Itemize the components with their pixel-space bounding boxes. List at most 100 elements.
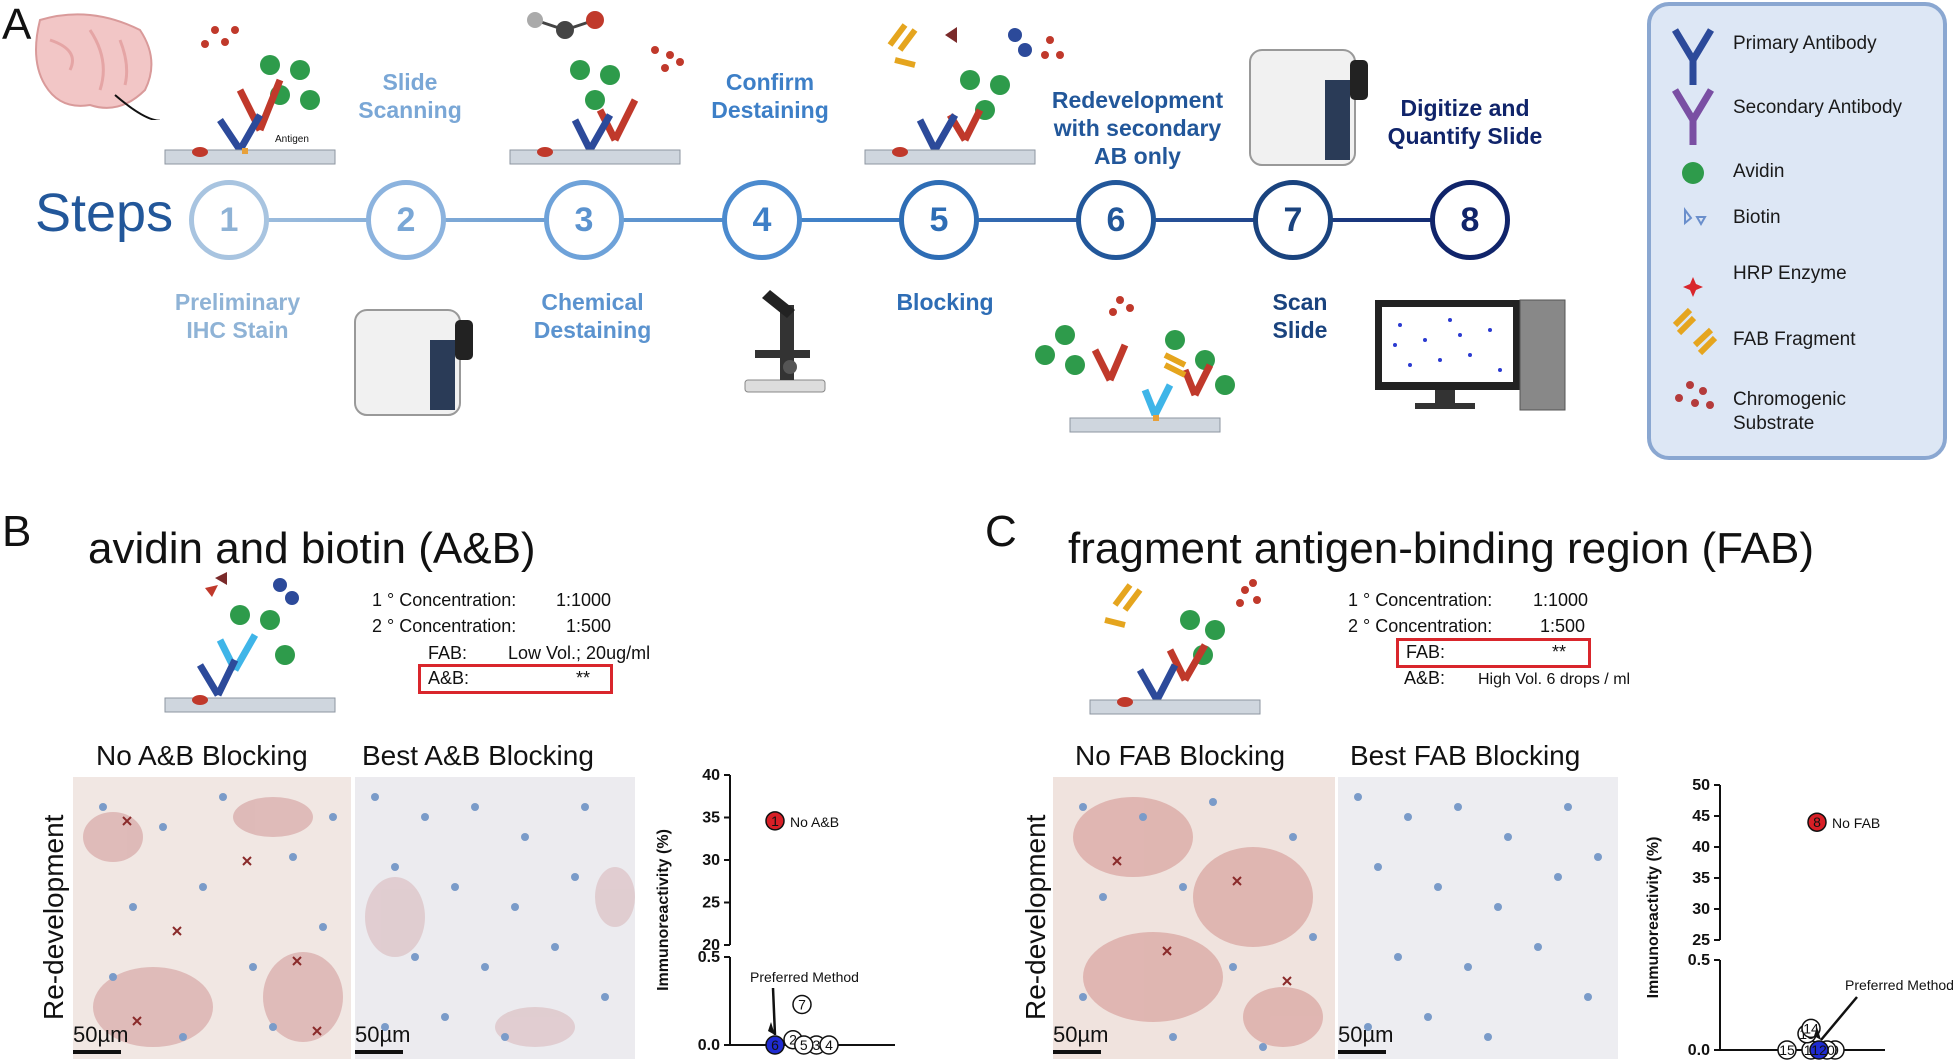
fab-fragment-icon [1672,307,1718,356]
c-left-image-title: No FAB Blocking [1075,740,1286,771]
step-4-circle: 4 [722,180,802,260]
panel-c-letter: C [985,507,1017,556]
legend-biotin: Biotin [1733,207,1781,228]
step2-title: Slide Scanning [358,69,462,123]
data-point-label: 3 [813,1037,821,1053]
panel-b-title: avidin and biotin (A&B) [88,524,536,573]
step7-title: Scan Slide [1272,289,1328,343]
y-tick-label: 45 [1692,808,1710,825]
b-micro-right [355,777,635,1059]
c-row2-value: High Vol. 6 drops / ml [1478,671,1631,688]
preferred-method-annotation: Preferred Method [750,969,859,985]
biotin-icon [1684,207,1707,227]
data-point-8 [1807,812,1827,832]
y-tick-label: 0.0 [1688,1042,1710,1059]
panel-b-letter: B [2,507,32,556]
y-tick-label: 40 [702,767,720,784]
y-axis-label: Immunoreactivity (%) [1645,837,1662,999]
b-scale-left: 50µm [73,1022,129,1047]
data-point-6 [765,1035,785,1055]
data-point-label: 5 [800,1037,808,1053]
c-row1-label: FAB: [1406,642,1446,662]
b-conc2-value: 1:500 [566,616,612,636]
c-scalebar-left [1053,1050,1101,1054]
b-scalebar-right [355,1050,403,1054]
c-scale-right: 50µm [1338,1022,1394,1047]
annotation-arrow [771,987,777,1036]
data-point-5 [794,1035,814,1055]
c-micro-left-texture [1053,777,1335,1059]
data-point-label: 8 [1813,814,1821,830]
b-row1-value: Low Vol.; 20ug/ml [508,643,651,663]
c-highlight-box [1396,638,1591,668]
b-conc1-label: 1 ° Concentration: [372,590,517,610]
b-row1-label: FAB: [428,643,468,663]
step1-title: Preliminary IHC Stain [174,289,301,343]
step3-illustration [509,11,684,165]
c-micro-right [1338,777,1618,1059]
data-point-label: 14 [1803,1020,1819,1036]
highlight-label: No FAB [1832,815,1880,831]
c-right-image-title: Best FAB Blocking [1350,740,1581,771]
data-point-label: 1 [771,813,779,829]
b-micro-left-texture [73,777,351,1059]
scanner-icon-bottom [354,309,473,416]
b-row2-label: A&B: [428,668,470,688]
c-scale-left: 50µm [1053,1022,1109,1047]
y-tick-label: 20 [702,937,720,954]
data-point-label: 2 [789,1032,797,1048]
panel-c-title: fragment antigen-binding region (FAB) [1068,524,1814,573]
data-point-label: 12 [1811,1042,1827,1058]
highlight-label: No A&B [790,814,839,830]
y-tick-label: 0.5 [1688,952,1710,969]
b-left-image-title: No A&B Blocking [96,740,308,771]
c-conc1-value: 1:1000 [1533,590,1589,610]
y-tick-label: 30 [702,852,720,869]
step4-title: Confirm Destaining [711,69,829,123]
c-side-label: Re-development [1020,814,1051,1020]
c-micro-left [1053,777,1335,1059]
panel-b-illustration [164,572,336,713]
b-conc2-label: 2 ° Concentration: [372,616,517,636]
data-point-label: 6 [771,1037,779,1053]
legend-icons [1671,28,1718,409]
y-tick-label: 35 [1692,870,1710,887]
steps-label: Steps [35,183,174,243]
step-3-circle: 3 [544,180,624,260]
legend-chromogenic-substrate: Chromogenic Substrate [1733,389,1846,434]
c-row1-value: ** [1552,642,1567,662]
c-scalebar-right [1338,1050,1386,1054]
y-tick-label: 25 [702,895,720,912]
computer-icon [1375,299,1566,411]
panel-a-letter: A [2,0,32,49]
b-scalebar-left [73,1050,121,1054]
legend-avidin: Avidin [1733,161,1785,182]
b-micro-left [73,777,351,1059]
data-point-7 [792,994,812,1015]
c-conc2-value: 1:500 [1540,616,1586,636]
c-row2-label: A&B: [1404,668,1446,688]
data-point-1 [765,811,785,831]
b-row2-value: ** [576,668,591,688]
legend-hrp-enzyme: HRP Enzyme [1733,263,1847,284]
b-highlight-box [418,664,613,694]
y-tick-label: 25 [1692,932,1710,949]
brain-tissue-icon [35,13,160,120]
y-axis-label: Immunoreactivity (%) [655,829,672,991]
y-tick-label: 50 [1692,777,1710,794]
scanner-icon-top [1249,49,1368,166]
legend-primary-antibody: Primary Antibody [1733,33,1877,54]
step5-title: Blocking [896,289,994,315]
timeline-line [190,218,1490,222]
y-tick-label: 0.5 [698,949,720,966]
c-micro-right-texture [1338,777,1618,1059]
annotation-arrowhead [1814,1027,1821,1040]
hrp-enzyme-icon [1683,277,1703,297]
step-1-circle: 1 [189,180,269,260]
legend-fab-fragment: FAB Fragment [1733,329,1856,350]
data-point-15 [1777,1040,1797,1060]
b-right-image-title: Best A&B Blocking [362,740,594,771]
step1-illustration: Antigen [164,26,336,165]
